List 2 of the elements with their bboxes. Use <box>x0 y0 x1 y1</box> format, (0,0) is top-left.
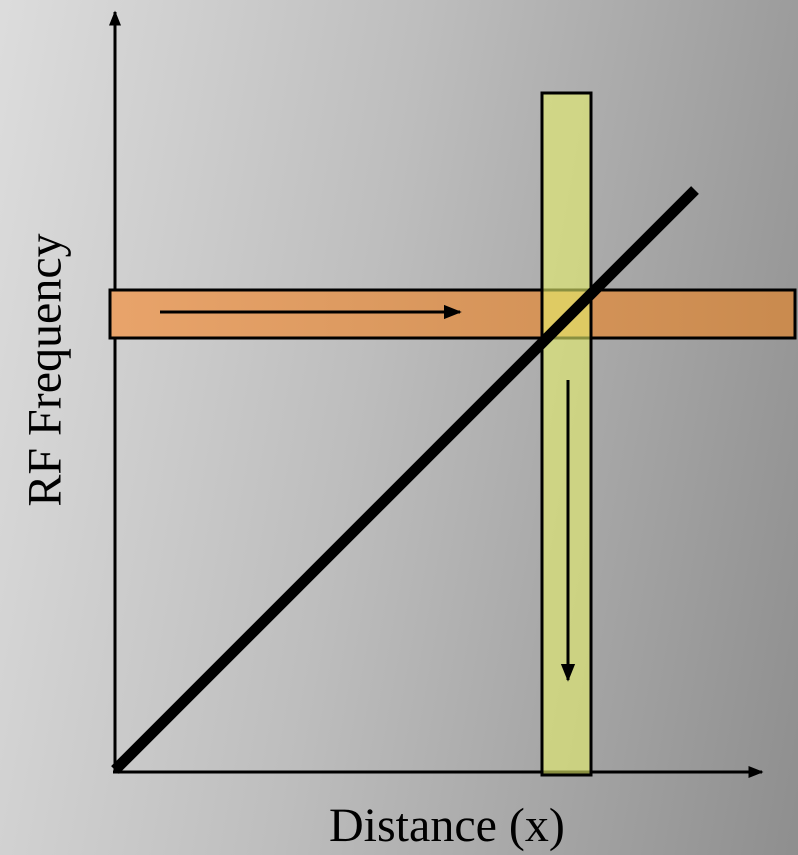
axis-title: RF Frequency <box>21 233 70 507</box>
axis-title: Distance (x) <box>329 802 565 850</box>
